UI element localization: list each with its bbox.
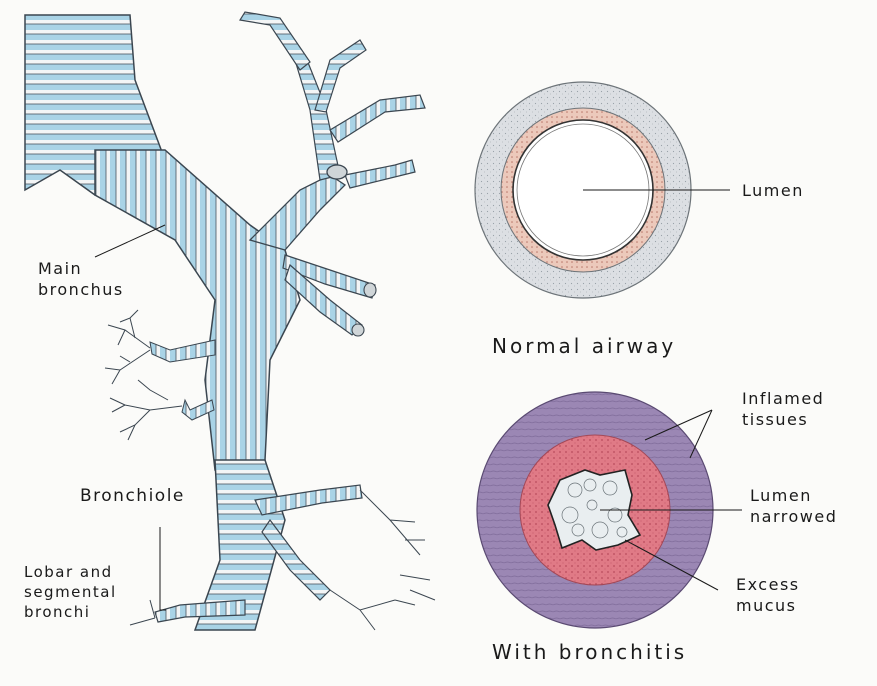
label-lobar-line2: segmental — [24, 583, 117, 601]
mucus-bubbles — [561, 478, 628, 539]
label-excess-mucus: Excess mucus — [736, 574, 800, 616]
label-inflamed-line2: tissues — [742, 410, 809, 429]
leader-lines-right — [600, 409, 742, 591]
label-bronchiole: Bronchiole — [80, 486, 185, 506]
label-lumen: Lumen — [742, 181, 804, 200]
caption-normal-airway: Normal airway — [492, 334, 677, 358]
label-lobar-line3: bronchi — [24, 603, 91, 621]
upper-branch — [248, 174, 347, 251]
label-lobar-segmental: Lobar and segmental bronchi — [24, 562, 117, 622]
label-excess-mucus-line2: mucus — [736, 596, 797, 615]
label-main-bronchus-line2: bronchus — [38, 280, 124, 299]
label-inflamed-line1: Inflamed — [742, 389, 825, 408]
bronchitis-section — [476, 391, 742, 629]
main-bronchus-shape — [94, 149, 301, 471]
caption-with-bronchitis: With bronchitis — [492, 640, 688, 664]
leader-lines-left — [94, 224, 166, 611]
label-lobar-line1: Lobar and — [24, 563, 113, 581]
normal-airway-section — [474, 81, 730, 299]
label-excess-mucus-line1: Excess — [736, 575, 800, 594]
label-lumen-narrowed-line1: Lumen — [750, 486, 812, 505]
bronchial-tree — [24, 11, 436, 631]
label-main-bronchus-line1: Main — [38, 259, 83, 278]
label-lumen-narrowed-line2: narrowed — [750, 507, 838, 526]
label-inflamed-tissues: Inflamed tissues — [742, 388, 824, 430]
label-lumen-narrowed: Lumen narrowed — [750, 485, 837, 527]
bronchiole-twigs — [104, 309, 436, 631]
label-main-bronchus: Main bronchus — [38, 258, 124, 300]
